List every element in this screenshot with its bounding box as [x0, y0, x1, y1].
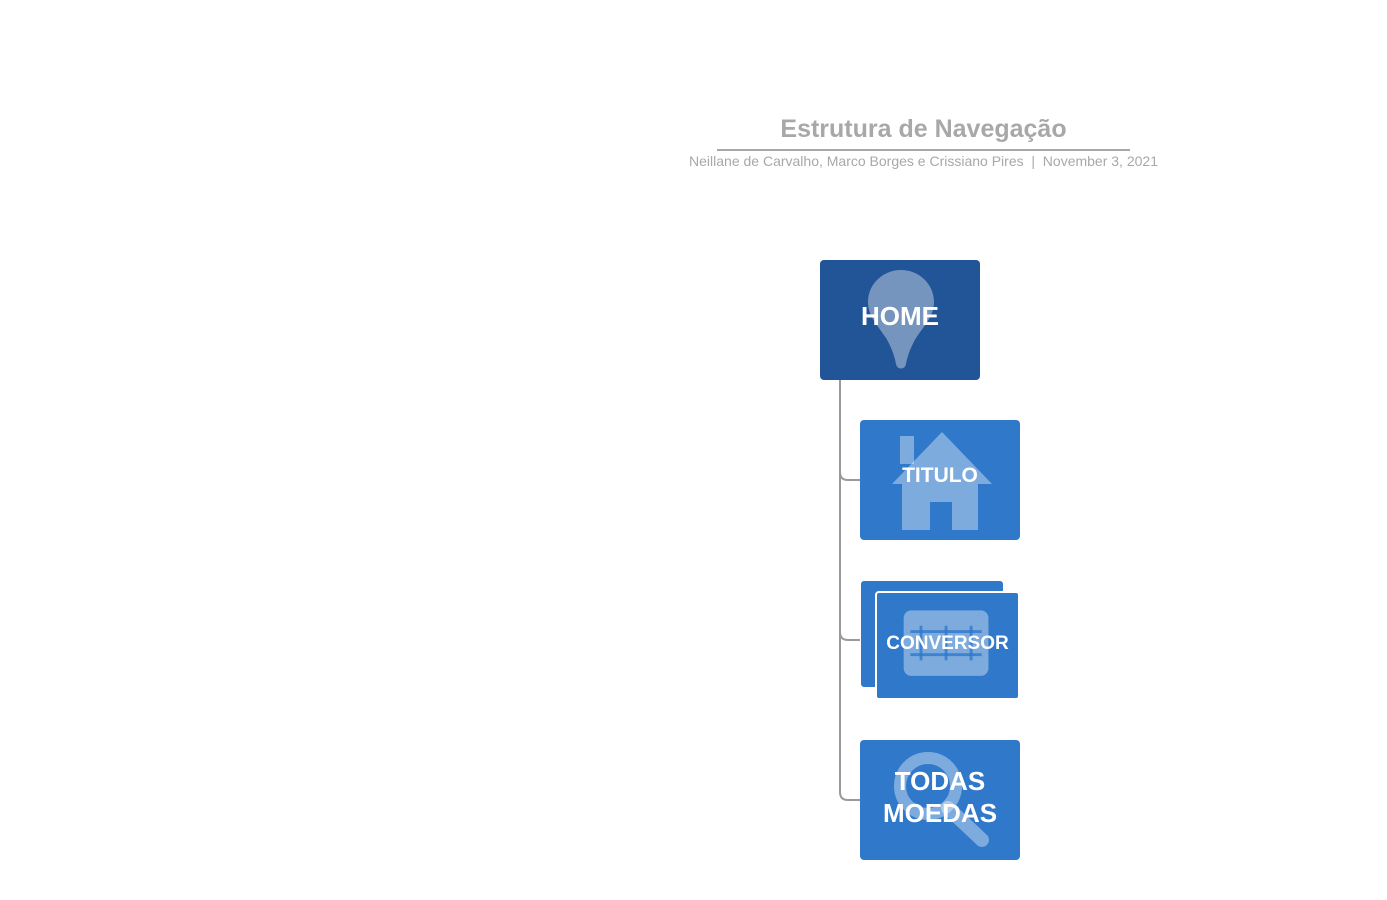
title-underline [717, 149, 1130, 151]
node-todas-moedas[interactable]: TODAS MOEDAS [860, 740, 1020, 860]
node-label: CONVERSOR [886, 632, 1009, 654]
diagram-subtitle: Neillane de Carvalho, Marco Borges e Cri… [689, 153, 1158, 169]
node-label: HOME [861, 301, 939, 331]
node-label: TODAS MOEDAS [860, 740, 1020, 860]
node-home[interactable]: HOME [820, 260, 980, 380]
node-label: TITULO [902, 464, 978, 487]
connector-trunk [839, 380, 860, 801]
connector-branch-titulo [839, 471, 860, 481]
node-conversor[interactable]: CONVERSOR [875, 591, 1020, 700]
node-label-text: TODAS MOEDAS [882, 766, 998, 828]
node-titulo[interactable]: TITULO [860, 420, 1020, 540]
map-pin-icon [868, 270, 934, 369]
magnifier-icon [894, 752, 989, 847]
connector-branch-conversor [839, 631, 860, 641]
house-icon [892, 432, 992, 530]
diagram-title: Estrutura de Navegação [780, 115, 1067, 143]
keyboard-icon [903, 610, 989, 676]
